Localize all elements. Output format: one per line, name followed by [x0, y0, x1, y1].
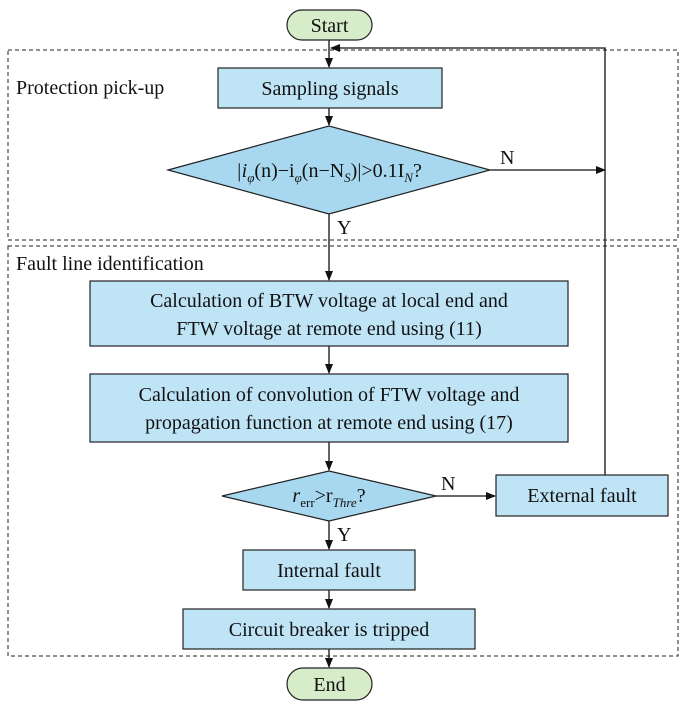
pickup-condition-label: |iφ(n)−iφ(n−NS)|>0.1IN? [236, 160, 422, 185]
internal-fault-box [242, 549, 416, 591]
start-label: Start [311, 15, 349, 37]
fault-condition-label: rerr>rThre? [292, 485, 365, 510]
start-terminal [286, 9, 373, 41]
edge-loop-back [330, 44, 606, 475]
calc-convolution-box [89, 373, 569, 443]
fault-condition-diamond [221, 470, 437, 522]
calc-convolution-line2: propagation function at remote end using… [145, 412, 513, 434]
end-terminal [286, 667, 373, 701]
calc-btw-ftw-line2: FTW voltage at remote end using (11) [176, 318, 481, 340]
group-fault-identification [7, 245, 679, 657]
breaker-tripped-label: Circuit breaker is tripped [229, 619, 430, 641]
internal-fault-label: Internal fault [277, 560, 381, 582]
pickup-condition-diamond [165, 125, 493, 215]
label-y2: Y [337, 524, 351, 546]
end-label: End [313, 674, 345, 696]
breaker-tripped-box [182, 608, 476, 650]
calc-btw-ftw-box [89, 280, 569, 347]
calc-btw-ftw-line1: Calculation of BTW voltage at local end … [150, 290, 508, 312]
sampling-box [217, 67, 443, 109]
label-y1: Y [337, 217, 351, 239]
group-label-pickup: Protection pick-up [16, 77, 164, 99]
calc-convolution-line1: Calculation of convolution of FTW voltag… [139, 384, 520, 406]
external-fault-label: External fault [527, 485, 637, 507]
external-fault-box [495, 474, 669, 517]
label-n2: N [441, 473, 455, 495]
label-n1: N [500, 147, 514, 169]
sampling-label: Sampling signals [261, 78, 398, 100]
group-label-identification: Fault line identification [16, 253, 204, 275]
group-protection-pickup [7, 49, 679, 241]
